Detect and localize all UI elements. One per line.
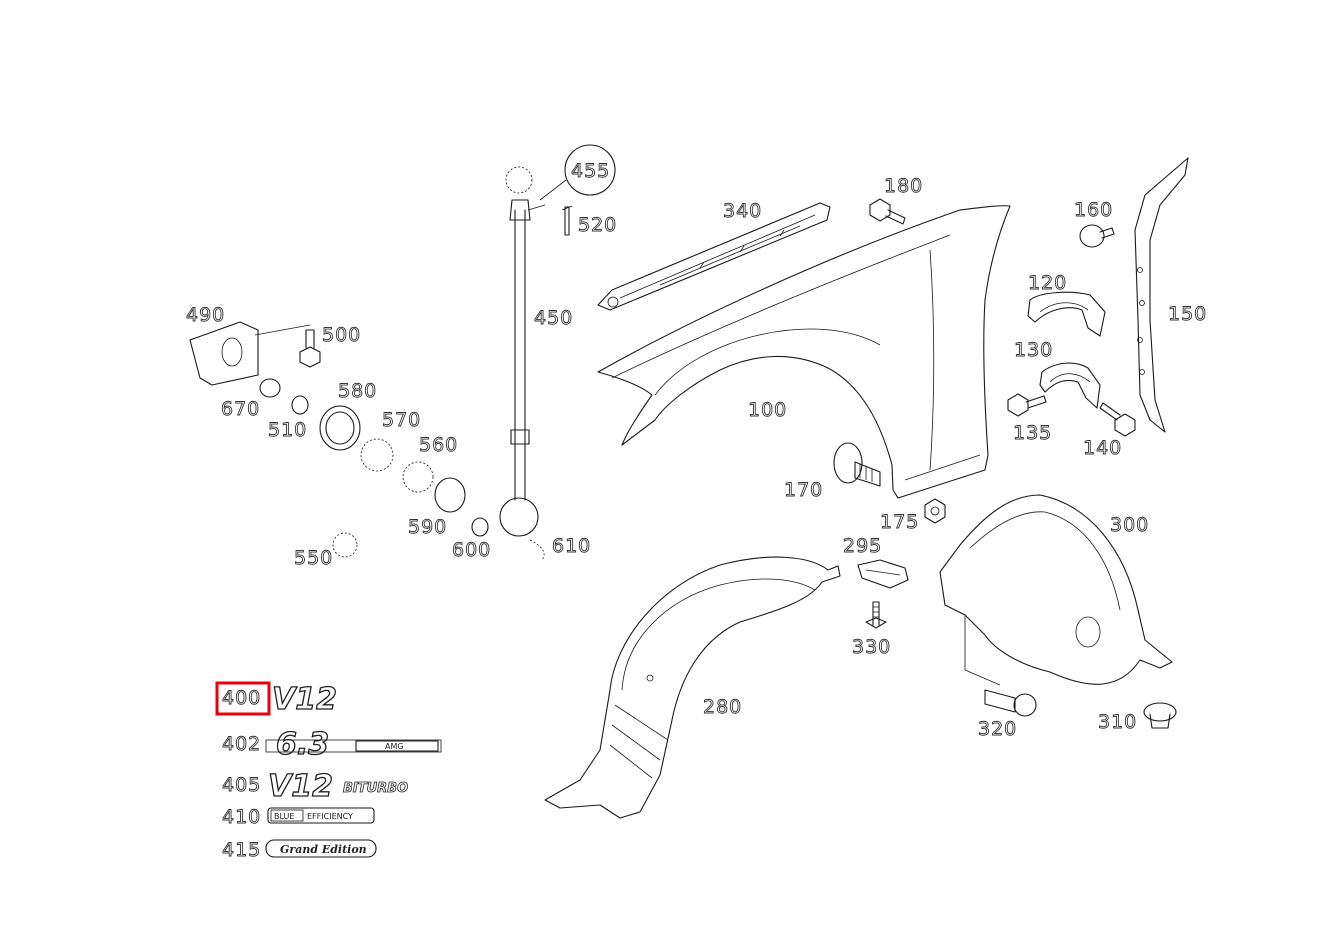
label-415[interactable]: 415 <box>222 839 261 862</box>
label-580[interactable]: 580 <box>338 380 377 403</box>
seal-part-580[interactable] <box>319 405 361 451</box>
label-160[interactable]: 160 <box>1074 199 1113 222</box>
bracket-part-130[interactable] <box>1039 362 1101 409</box>
strip-part-150[interactable] <box>1134 157 1189 433</box>
emblem-grand-edition-text: Grand Edition <box>280 843 367 856</box>
label-520[interactable]: 520 <box>578 214 617 237</box>
bolt-part-500[interactable] <box>299 329 321 368</box>
rod-part-450[interactable] <box>499 166 546 537</box>
bushing-part-510[interactable] <box>291 395 309 415</box>
highlight-box-400 <box>215 681 271 716</box>
emblem-blue: BLUE <box>274 812 294 821</box>
emblem-blue-efficiency[interactable]: BLUE EFFICIENCY <box>267 807 375 824</box>
label-320[interactable]: 320 <box>978 718 1017 741</box>
label-455[interactable]: 455 <box>571 160 610 183</box>
label-490[interactable]: 490 <box>186 304 225 327</box>
label-670[interactable]: 670 <box>221 398 260 421</box>
label-140[interactable]: 140 <box>1083 437 1122 460</box>
pin-part-520[interactable] <box>561 205 573 236</box>
bushing-part-670[interactable] <box>259 378 281 398</box>
label-130[interactable]: 130 <box>1014 339 1053 362</box>
callout-circle-455 <box>539 144 616 201</box>
label-510[interactable]: 510 <box>268 419 307 442</box>
label-405[interactable]: 405 <box>222 774 261 797</box>
label-610[interactable]: 610 <box>552 535 591 558</box>
bolt-part-135[interactable] <box>1007 393 1047 417</box>
label-170[interactable]: 170 <box>784 479 823 502</box>
label-295[interactable]: 295 <box>843 535 882 558</box>
label-300[interactable]: 300 <box>1110 514 1149 537</box>
emblem-63-amg[interactable]: 6.3 AMG <box>265 726 442 763</box>
label-175[interactable]: 175 <box>880 511 919 534</box>
stud-part-170[interactable] <box>833 442 881 487</box>
label-135[interactable]: 135 <box>1013 422 1052 445</box>
washer-part-600[interactable] <box>471 517 489 537</box>
label-340[interactable]: 340 <box>723 200 762 223</box>
liner-part-280[interactable] <box>544 556 841 819</box>
gear-part-560[interactable] <box>402 461 434 493</box>
bracket-part-340[interactable] <box>597 202 831 311</box>
emblem-grand-edition[interactable]: Grand Edition <box>265 839 377 858</box>
label-590[interactable]: 590 <box>408 516 447 539</box>
clip-part-320[interactable] <box>984 689 1037 717</box>
label-402[interactable]: 402 <box>222 733 261 756</box>
label-450[interactable]: 450 <box>534 307 573 330</box>
label-100[interactable]: 100 <box>748 399 787 422</box>
clip-part-160[interactable] <box>1079 224 1115 248</box>
bracket-part-120[interactable] <box>1027 291 1106 337</box>
emblem-efficiency: EFFICIENCY <box>307 812 353 821</box>
label-330[interactable]: 330 <box>852 636 891 659</box>
clip-part-295[interactable] <box>857 559 909 589</box>
nut-part-175[interactable] <box>924 498 946 524</box>
label-550[interactable]: 550 <box>294 547 333 570</box>
part-550[interactable] <box>332 532 358 558</box>
label-570[interactable]: 570 <box>382 409 421 432</box>
label-120[interactable]: 120 <box>1028 272 1067 295</box>
label-560[interactable]: 560 <box>419 434 458 457</box>
liner-part-300[interactable] <box>939 494 1173 686</box>
emblem-biturbo: BITURBO <box>343 781 408 796</box>
label-280[interactable]: 280 <box>703 696 742 719</box>
label-150[interactable]: 150 <box>1168 303 1207 326</box>
fender-part-100[interactable] <box>597 205 1011 499</box>
emblem-v12-biturbo-main: V12 <box>268 769 333 804</box>
label-600[interactable]: 600 <box>452 539 491 562</box>
bracket-part-490[interactable] <box>189 321 311 386</box>
gear-part-570[interactable] <box>360 438 394 472</box>
label-410[interactable]: 410 <box>222 806 261 829</box>
emblem-v12-biturbo[interactable]: V12 BITURBO <box>267 768 408 804</box>
ring-part-610[interactable] <box>529 539 545 561</box>
screw-part-330[interactable] <box>865 601 887 629</box>
bolt-part-180[interactable] <box>869 198 906 225</box>
emblem-v12[interactable]: V12 <box>271 681 337 717</box>
clip-part-310[interactable] <box>1143 702 1177 729</box>
label-400[interactable]: 400 <box>222 687 261 710</box>
ring-part-590[interactable] <box>434 477 466 513</box>
bolt-part-140[interactable] <box>1099 402 1136 437</box>
label-310[interactable]: 310 <box>1098 711 1137 734</box>
emblem-six-three: 6.3 <box>276 727 329 762</box>
emblem-amg: AMG <box>385 742 404 751</box>
label-500[interactable]: 500 <box>322 324 361 347</box>
label-180[interactable]: 180 <box>884 175 923 198</box>
